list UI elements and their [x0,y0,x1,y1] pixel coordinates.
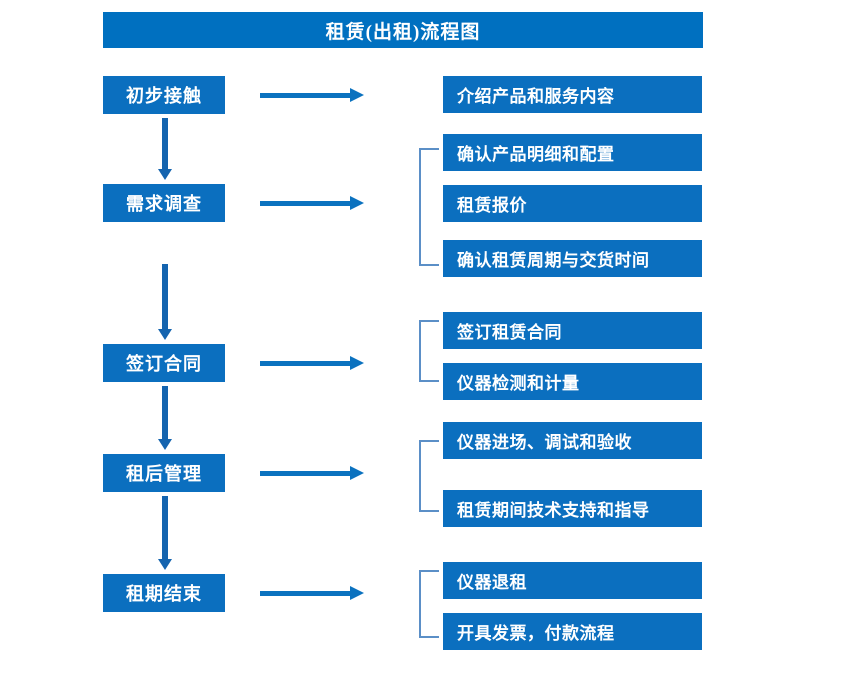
detail-box-invoice-payment[interactable]: 开具发票，付款流程 [443,613,702,650]
group-bracket-post-rental-management [419,440,439,512]
expand-arrow-right-3 [260,356,364,370]
detail-box-instrument-installation[interactable]: 仪器进场、调试和验收 [443,422,702,459]
group-bracket-rental-end [419,570,439,638]
arrow-shaft [162,118,168,169]
detail-box-rental-quotation[interactable]: 租赁报价 [443,185,702,222]
flow-arrow-down-4 [158,496,172,570]
detail-box-instrument-return[interactable]: 仪器退租 [443,562,702,599]
arrow-head [350,196,364,210]
arrow-head [158,439,172,450]
stage-box-post-rental-management[interactable]: 租后管理 [103,454,225,492]
stage-box-requirement-survey[interactable]: 需求调查 [103,184,225,222]
stage-box-rental-end[interactable]: 租期结束 [103,574,225,612]
stage-box-sign-contract[interactable]: 签订合同 [103,344,225,382]
expand-arrow-right-1 [260,88,364,102]
flow-arrow-down-1 [158,118,172,180]
arrow-shaft [260,471,352,476]
expand-arrow-right-4 [260,466,364,480]
detail-box-technical-support[interactable]: 租赁期间技术支持和指导 [443,490,702,527]
flow-arrow-down-3 [158,386,172,450]
group-bracket-sign-contract [419,320,439,382]
arrow-head [350,586,364,600]
detail-box-instrument-inspection[interactable]: 仪器检测和计量 [443,363,702,400]
expand-arrow-right-2 [260,196,364,210]
flowchart-title: 租赁(出租)流程图 [103,12,703,48]
arrow-head [350,88,364,102]
group-bracket-requirement-survey [419,148,439,266]
flow-arrow-down-2 [158,264,172,340]
expand-arrow-right-5 [260,586,364,600]
arrow-head [158,169,172,180]
arrow-head [350,356,364,370]
arrow-shaft [260,93,352,98]
arrow-shaft [260,361,352,366]
detail-box-introduce-products[interactable]: 介绍产品和服务内容 [443,76,702,113]
stage-box-initial-contact[interactable]: 初步接触 [103,76,225,114]
detail-box-sign-rental-contract[interactable]: 签订租赁合同 [443,312,702,349]
arrow-shaft [162,386,168,439]
detail-box-confirm-rental-period[interactable]: 确认租赁周期与交货时间 [443,240,702,277]
arrow-shaft [162,496,168,559]
detail-box-confirm-product-details[interactable]: 确认产品明细和配置 [443,134,702,171]
arrow-head [350,466,364,480]
arrow-shaft [260,201,352,206]
arrow-shaft [260,591,352,596]
arrow-head [158,559,172,570]
arrow-shaft [162,264,168,329]
arrow-head [158,329,172,340]
